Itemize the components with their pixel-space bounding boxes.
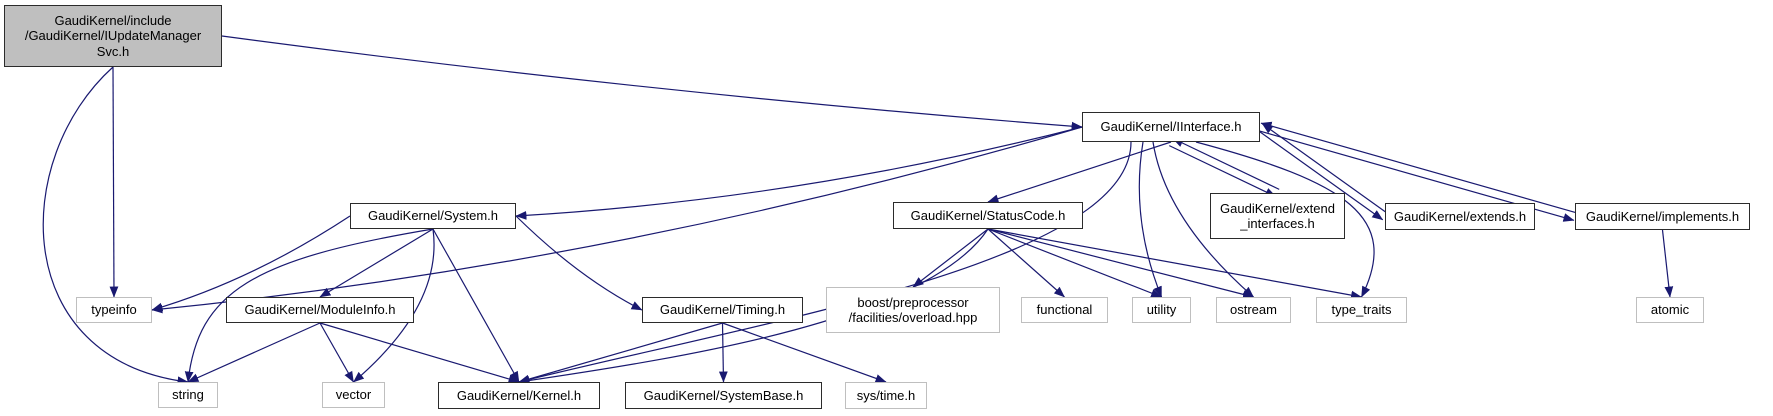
edge-root-typeinfo	[109, 66, 119, 298]
node-systembase[interactable]: GaudiKernel/SystemBase.h	[625, 382, 822, 409]
edge-system-kernel	[432, 228, 520, 383]
edge-timing-systembase	[718, 322, 728, 383]
edge-timing-systime	[722, 322, 887, 383]
edge-moduleinfo-string	[187, 322, 321, 383]
edge-extend_interfaces-iinterface	[1172, 137, 1280, 190]
edge-iinterface-system	[515, 126, 1083, 220]
edge-iinterface-typeinfo	[151, 126, 1083, 314]
edge-iinterface-extends	[1257, 129, 1384, 221]
edge-iinterface-extend_interfaces	[1169, 145, 1277, 198]
edge-moduleinfo-kernel	[319, 322, 520, 384]
node-statuscode[interactable]: GaudiKernel/StatusCode.h	[893, 202, 1083, 229]
node-utility: utility	[1132, 297, 1191, 323]
edge-iinterface-statuscode	[987, 141, 1172, 203]
edge-system-string	[184, 228, 434, 383]
node-root[interactable]: GaudiKernel/include /GaudiKernel/IUpdate…	[4, 5, 222, 67]
edge-statuscode-ostream	[987, 228, 1255, 299]
edge-statuscode-boost_overload	[912, 228, 989, 288]
edge-moduleinfo-vector	[319, 322, 355, 383]
edge-timing-kernel	[518, 322, 723, 384]
edge-extends-iinterface	[1261, 123, 1388, 214]
node-vector: vector	[322, 382, 385, 408]
node-atomic: atomic	[1636, 297, 1704, 323]
node-type_traits: type_traits	[1316, 297, 1407, 323]
edge-system-vector	[353, 228, 435, 383]
edge-statuscode-type_traits	[987, 228, 1363, 300]
node-systime: sys/time.h	[845, 382, 927, 409]
edge-implements-atomic	[1661, 229, 1674, 298]
node-typeinfo: typeinfo	[76, 297, 152, 323]
node-kernel[interactable]: GaudiKernel/Kernel.h	[438, 382, 600, 409]
edge-system-typeinfo	[151, 215, 351, 312]
edge-implements-iinterface	[1260, 121, 1577, 214]
node-moduleinfo[interactable]: GaudiKernel/ModuleInfo.h	[226, 297, 414, 323]
edge-iinterface-ostream	[1152, 141, 1254, 298]
node-extends[interactable]: GaudiKernel/extends.h	[1385, 203, 1535, 230]
node-system[interactable]: GaudiKernel/System.h	[350, 203, 516, 229]
edge-statuscode-kernel	[518, 228, 989, 385]
node-timing[interactable]: GaudiKernel/Timing.h	[642, 297, 803, 323]
edge-iinterface-kernel	[518, 141, 1132, 384]
node-boost_overload: boost/preprocessor /facilities/overload.…	[826, 287, 1000, 333]
node-implements[interactable]: GaudiKernel/implements.h	[1575, 203, 1750, 230]
edge-statuscode-functional	[987, 228, 1065, 298]
edge-iinterface-utility	[1138, 141, 1163, 298]
edge-root-iinterface	[221, 35, 1083, 131]
node-ostream: ostream	[1216, 297, 1291, 323]
edge-system-timing	[515, 215, 643, 311]
node-extend_interfaces[interactable]: GaudiKernel/extend _interfaces.h	[1210, 193, 1345, 239]
node-functional: functional	[1021, 297, 1108, 323]
edge-iinterface-type_traits	[1195, 141, 1375, 298]
edge-statuscode-utility	[987, 228, 1163, 298]
node-string: string	[158, 382, 218, 408]
edge-root-string	[42, 66, 189, 386]
node-iinterface[interactable]: GaudiKernel/IInterface.h	[1082, 112, 1260, 142]
edge-system-moduleinfo	[319, 228, 434, 298]
